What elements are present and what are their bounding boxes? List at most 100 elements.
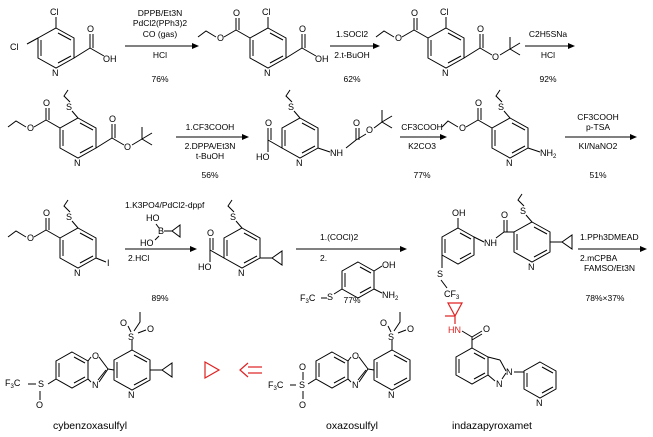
atom-o: O: [233, 8, 240, 18]
atom-o: O: [492, 52, 499, 62]
atom-n: N: [74, 268, 81, 278]
step6-condition-3: KI/NaNO2: [579, 141, 618, 151]
atom-o: O: [217, 33, 224, 43]
atom-o: O: [395, 33, 402, 43]
reaction-arrow-7: 1.K3PO4/PdCl2-dppf HO B HO 2.HCl 89%: [125, 200, 205, 303]
step2-condition-2: 2.t-BuOH: [334, 50, 369, 60]
step3-condition-1: C2H5SNa: [529, 29, 568, 39]
atom-s: S: [520, 206, 526, 216]
atom-o: O: [207, 228, 214, 238]
atom-oh: OH: [382, 260, 396, 270]
group-f3c: F3C: [5, 378, 21, 390]
label-oxazosulfyl: oxazosulfyl: [326, 420, 378, 432]
step7-condition-1: 1.K3PO4/PdCl2-dppf: [125, 200, 205, 210]
compound-oxazosulfyl: O N N S O O S O O F3C oxazosulfyl: [268, 312, 414, 432]
atom-s: S: [288, 102, 294, 112]
atom-o: O: [265, 118, 272, 128]
atom-nh2: NH2: [540, 148, 557, 160]
atom-o: O: [147, 324, 154, 334]
label-cybenzoxasulfyl: cybenzoxasulfyl: [53, 420, 127, 432]
step9-condition-2: 2.mCPBA: [580, 253, 618, 263]
atom-nh: NH: [330, 148, 343, 158]
compound-diester: Cl N O O O O: [375, 7, 521, 78]
step8-condition-2: 2.: [320, 253, 327, 263]
atom-n: N: [52, 68, 59, 78]
compound-dichloronicotinic-acid: Cl Cl N O OH: [10, 7, 117, 78]
atom-n: N: [506, 158, 513, 168]
atom-o: O: [27, 123, 34, 133]
atom-o: O: [124, 142, 131, 152]
atom-o: O: [366, 125, 373, 135]
step4-yield: 56%: [201, 170, 218, 180]
atom-o: O: [501, 210, 508, 220]
atom-s: S: [128, 332, 134, 342]
atom-hn: HN: [448, 325, 461, 335]
atom-o: O: [109, 114, 116, 124]
reaction-arrow-8: 1.(COCl)2 2. OH NH2 S F3C 77%: [296, 232, 407, 305]
atom-s: S: [498, 102, 504, 112]
compound-iodo-ester: S N O O I: [7, 199, 110, 278]
step3-condition-2: HCl: [541, 50, 555, 60]
atom-cl: Cl: [50, 7, 59, 17]
atom-ho: HO: [140, 238, 154, 248]
atom-oh: OH: [315, 54, 329, 64]
atom-s: S: [66, 212, 72, 222]
step9-condition-3: FAMSO/Et3N: [584, 263, 635, 273]
atom-o: O: [459, 123, 466, 133]
atom-oh: OH: [103, 54, 117, 64]
step9-yield: 78%×37%: [586, 293, 625, 303]
atom-s: S: [437, 269, 443, 279]
group-cf3: CF3: [444, 289, 460, 301]
atom-n: N: [528, 262, 535, 272]
label-indazapyroxamet: indazapyroxamet: [452, 420, 532, 432]
atom-s: S: [388, 332, 394, 342]
highlight-cyclopropane: [204, 360, 262, 380]
atom-n: N: [536, 398, 543, 408]
group-f3c: F3C: [300, 293, 316, 305]
atom-n: N: [128, 390, 135, 400]
atom-o: O: [353, 118, 360, 128]
atom-o: O: [120, 318, 127, 328]
reaction-arrow-6: CF3COOH p-TSA KI/NaNO2 51%: [565, 112, 637, 180]
atom-s: S: [230, 212, 236, 222]
atom-o: O: [411, 8, 418, 18]
compound-amide-intermediate: OH NH S CF3 O S N: [437, 193, 573, 301]
reaction-arrow-3: C2H5SNa HCl 92%: [525, 29, 575, 84]
step1-condition-2: PdCl2(PPh3)2: [133, 18, 188, 28]
step1-condition-3: CO (gas): [143, 29, 178, 39]
reaction-arrow-5: CF3COOH K2CO3 77%: [400, 122, 447, 180]
atom-n: N: [264, 68, 271, 78]
step8-yield: 77%: [343, 295, 360, 305]
atom-o: O: [477, 24, 484, 34]
reaction-arrow-9: 1.PPh3DMEAD 2.mCPBA FAMSO/Et3N 78%×37%: [578, 232, 647, 303]
atom-o: O: [407, 324, 414, 334]
step5-condition-1: CF3COOH: [401, 122, 443, 132]
compound-cybenzoxasulfyl: O N N S O O S O F3C cybenzoxasulfyl: [5, 312, 173, 432]
step7-condition-2: 2.HCl: [128, 253, 149, 263]
atom-n: N: [238, 268, 245, 278]
step5-condition-2: K2CO3: [408, 141, 436, 151]
atom-o: O: [380, 318, 387, 328]
atom-ho: HO: [198, 262, 212, 272]
atom-n: N: [388, 390, 395, 400]
atom-n: N: [352, 380, 359, 390]
atom-n: N: [296, 158, 303, 168]
atom-s: S: [327, 292, 333, 302]
atom-n: N: [506, 367, 513, 377]
atom-n: N: [496, 379, 503, 389]
atom-ho: HO: [146, 213, 160, 223]
atom-b: B: [158, 226, 164, 236]
atom-cl: Cl: [262, 7, 271, 17]
atom-o: O: [352, 351, 359, 361]
atom-n: N: [92, 380, 99, 390]
atom-o: O: [299, 400, 306, 410]
step7-yield: 89%: [151, 293, 168, 303]
atom-nh: NH: [484, 238, 497, 248]
reaction-arrow-1: DPPB/Et3N PdCl2(PPh3)2 CO (gas) HCl 76%: [125, 8, 199, 84]
compound-indazapyroxamet: HN O N N N indazapyroxamet: [445, 302, 557, 432]
compound-ester-acid: Cl N O O O OH: [197, 7, 329, 78]
atom-o: O: [92, 351, 99, 361]
group-f3c: F3C: [268, 380, 284, 392]
step1-condition-4: HCl: [153, 50, 167, 60]
